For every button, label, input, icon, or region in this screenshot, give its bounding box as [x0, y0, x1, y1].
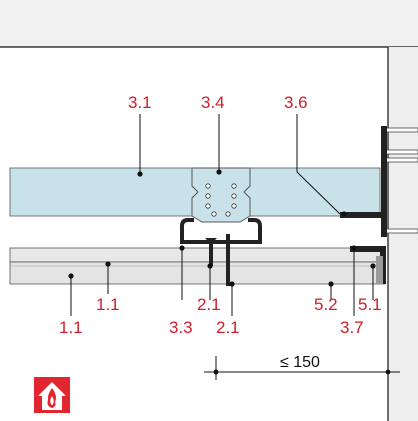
label-2-1-bottom: 2.1	[216, 318, 240, 337]
lower-panel-top	[9, 247, 386, 263]
label-3-1: 3.1	[128, 93, 152, 112]
label-3-3: 3.3	[169, 318, 193, 337]
screws	[205, 234, 230, 286]
wall-angle-profile	[340, 212, 384, 218]
label-1-1-right: 1.1	[96, 295, 120, 314]
label-1-1-left: 1.1	[59, 318, 83, 337]
label-5-2: 5.2	[314, 295, 338, 314]
angle-diagonal	[296, 171, 341, 215]
edge-sealant	[376, 256, 383, 284]
label-2-1-top: 2.1	[197, 295, 221, 314]
hanger-clip	[191, 167, 251, 223]
wall-screws	[381, 126, 418, 237]
fire-protection-icon	[34, 377, 70, 413]
lower-panel-bottom	[9, 261, 386, 285]
channel-profile	[180, 218, 262, 244]
label-3-7: 3.7	[340, 318, 364, 337]
dimension-text: ≤ 150	[280, 354, 320, 371]
wall	[388, 47, 418, 421]
leader-lines	[70, 114, 374, 316]
leader-dots	[68, 169, 376, 287]
dimension-line	[204, 356, 400, 380]
label-5-1: 5.1	[358, 295, 382, 314]
label-3-6: 3.6	[284, 93, 308, 112]
header-band	[0, 0, 418, 47]
label-3-4: 3.4	[201, 93, 225, 112]
